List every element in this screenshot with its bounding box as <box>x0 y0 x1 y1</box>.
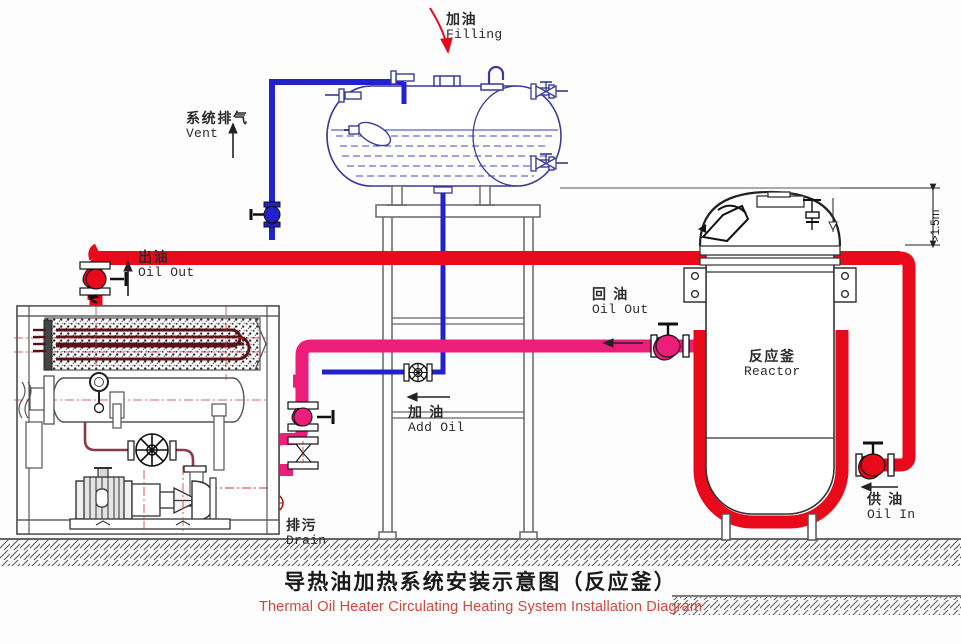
label-drain-en: Drain <box>286 532 327 548</box>
return-line-magenta <box>246 339 700 495</box>
label-oil-in-en: Oil In <box>867 506 916 522</box>
label-oil-out-heater-cn: 出油 <box>138 249 170 265</box>
tank-side-valve-upper <box>530 81 557 100</box>
title-en: Thermal Oil Heater Circulating Heating S… <box>258 599 703 615</box>
reactor-return-valve[interactable] <box>650 322 690 361</box>
return-line-valve[interactable] <box>287 401 335 432</box>
label-add-oil-cn: 加 油 <box>408 404 445 420</box>
add-oil-valve[interactable] <box>403 362 433 383</box>
reactor-top-valve[interactable] <box>803 198 821 230</box>
label-vent-en: Vent <box>186 125 219 141</box>
label-drain-cn: 排污 <box>286 517 318 533</box>
agitator-drive <box>698 204 750 243</box>
label-oil-in-cn: 供 油 <box>867 491 904 507</box>
title-cn: 导热油加热系统安装示意图（反应釜） <box>284 571 677 594</box>
label-drain: 排污 Drain <box>286 517 327 548</box>
gooseneck-vent <box>487 65 505 86</box>
jacketed-reactor <box>683 190 857 541</box>
steel-support-frame <box>375 204 541 540</box>
label-clearance: >1.5m <box>930 209 942 242</box>
label-reactor-en: Reactor <box>744 363 801 379</box>
label-vent: 系统排气 Vent <box>186 110 249 141</box>
title-block: 导热油加热系统安装示意图（反应釜） Thermal Oil Heater Cir… <box>0 566 961 615</box>
tank-side-valve-lower <box>530 153 557 172</box>
label-add-oil: 加 油 Add Oil <box>408 404 465 435</box>
annotation-arrows <box>123 7 898 492</box>
label-oil-out-reactor: 回 油 Oil Out <box>592 286 649 317</box>
gate-valve[interactable] <box>127 433 177 467</box>
label-oil-out-heater: 出油 Oil Out <box>138 249 195 280</box>
label-filling: 加油 Filling <box>446 11 503 42</box>
thermal-oil-heater-unit <box>14 305 280 535</box>
filling-nozzle <box>433 75 461 87</box>
label-oil-out-heater-en: Oil Out <box>138 264 195 280</box>
level-gauge <box>344 121 392 147</box>
vent-line <box>249 70 415 240</box>
label-add-oil-en: Add Oil <box>408 419 465 435</box>
label-reactor-cn: 反应釜 <box>748 348 796 364</box>
label-reactor: 反应釜 Reactor <box>744 348 801 379</box>
pressure-gauge <box>89 372 109 414</box>
electric-motor <box>75 467 161 524</box>
label-oil-out-reactor-en: Oil Out <box>592 301 649 317</box>
label-oil-in: 供 油 Oil In <box>867 491 916 522</box>
manway <box>756 191 805 208</box>
label-filling-cn: 加油 <box>446 11 478 27</box>
label-filling-en: Filling <box>446 26 503 42</box>
clearance-dimension <box>560 183 940 249</box>
reactor-supply-valve[interactable] <box>855 441 895 480</box>
label-vent-cn: 系统排气 <box>186 110 249 126</box>
label-oil-out-reactor-cn: 回 油 <box>592 286 629 302</box>
expansion-tank <box>325 65 568 206</box>
heater-outlet-valve[interactable] <box>79 261 128 304</box>
y-strainer <box>287 436 319 470</box>
ground-line <box>0 538 961 615</box>
vent-valve[interactable] <box>249 201 281 228</box>
